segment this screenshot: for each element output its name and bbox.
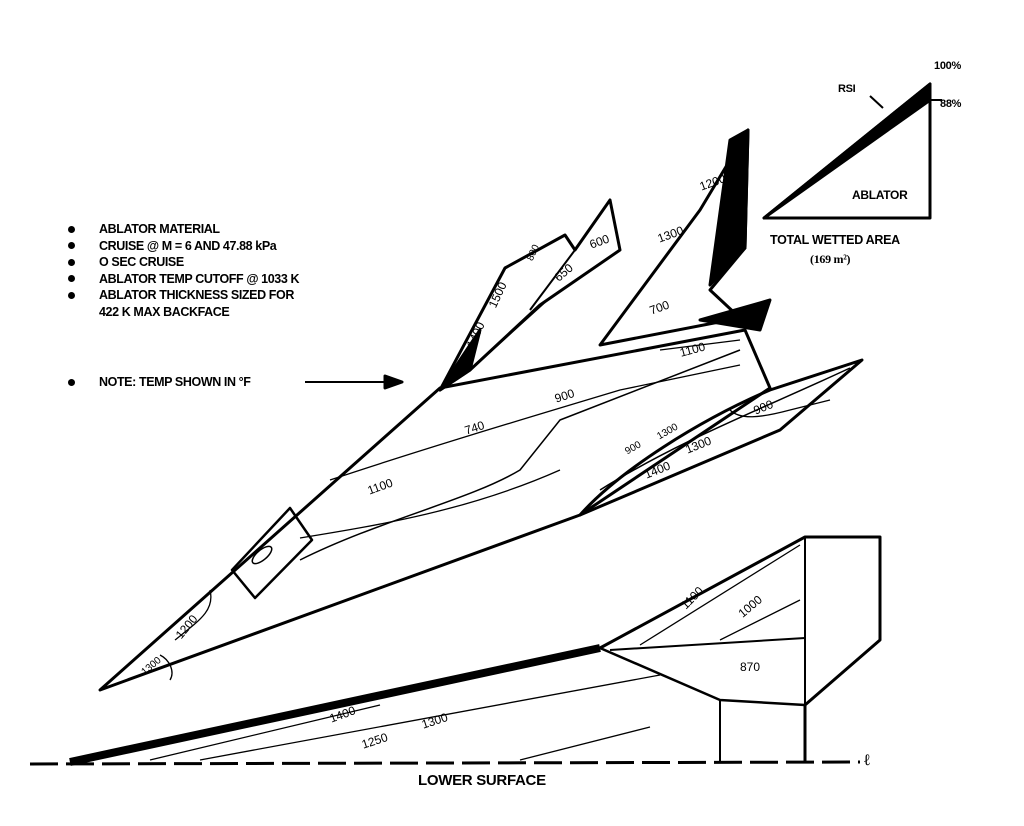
rsi-arrow bbox=[869, 95, 884, 109]
note-text: ABLATOR THICKNESS SIZED FOR bbox=[99, 288, 294, 303]
note-item: ABLATOR THICKNESS SIZED FOR bbox=[68, 287, 299, 304]
centerline-symbol: ℓ bbox=[864, 752, 870, 769]
wing bbox=[578, 358, 864, 517]
fuselage-chine-line bbox=[299, 349, 741, 561]
upper-fuselage-outline bbox=[98, 328, 772, 692]
note-text: O SEC CRUISE bbox=[99, 255, 184, 270]
centerline bbox=[29, 760, 861, 766]
rsi-band bbox=[762, 82, 932, 220]
note-item: ABLATOR TEMP CUTOFF @ 1033 K bbox=[68, 271, 299, 288]
ablator-label: ABLATOR bbox=[852, 188, 908, 202]
notes-list: ABLATOR MATERIAL CRUISE @ M = 6 AND 47.8… bbox=[68, 221, 299, 320]
note-text: 422 K MAX BACKFACE bbox=[99, 304, 230, 319]
temp-note-text: NOTE: TEMP SHOWN IN °F bbox=[99, 375, 251, 390]
bullet-icon bbox=[68, 378, 75, 386]
bullet-icon bbox=[68, 291, 75, 299]
note-item: ABLATOR MATERIAL bbox=[68, 221, 299, 238]
ablator-percent-label: 88% bbox=[940, 98, 962, 110]
note-text: ABLATOR TEMP CUTOFF @ 1033 K bbox=[99, 271, 300, 286]
canopy-window bbox=[251, 545, 273, 565]
note-text: CRUISE @ M = 6 AND 47.88 kPa bbox=[99, 238, 277, 253]
bullet-icon bbox=[68, 225, 75, 233]
note-text: ABLATOR MATERIAL bbox=[99, 222, 220, 237]
contour-label: 870 bbox=[740, 660, 761, 674]
top-percent-label: 100% bbox=[934, 60, 961, 72]
note-item: 422 K MAX BACKFACE bbox=[68, 304, 299, 321]
note-item: O SEC CRUISE bbox=[68, 254, 299, 271]
wetted-area-title: TOTAL WETTED AREA bbox=[770, 233, 900, 247]
temp-note: NOTE: TEMP SHOWN IN °F bbox=[68, 374, 251, 391]
lower-surface-title: LOWER SURFACE bbox=[418, 772, 546, 789]
bullet-icon bbox=[68, 275, 75, 283]
rsi-label: RSI bbox=[838, 83, 856, 95]
bullet-icon bbox=[68, 242, 75, 250]
canopy bbox=[230, 506, 314, 600]
wetted-area-value: (169 m²) bbox=[810, 252, 851, 266]
note-item: CRUISE @ M = 6 AND 47.88 kPa bbox=[68, 238, 299, 255]
bullet-icon bbox=[68, 258, 75, 266]
